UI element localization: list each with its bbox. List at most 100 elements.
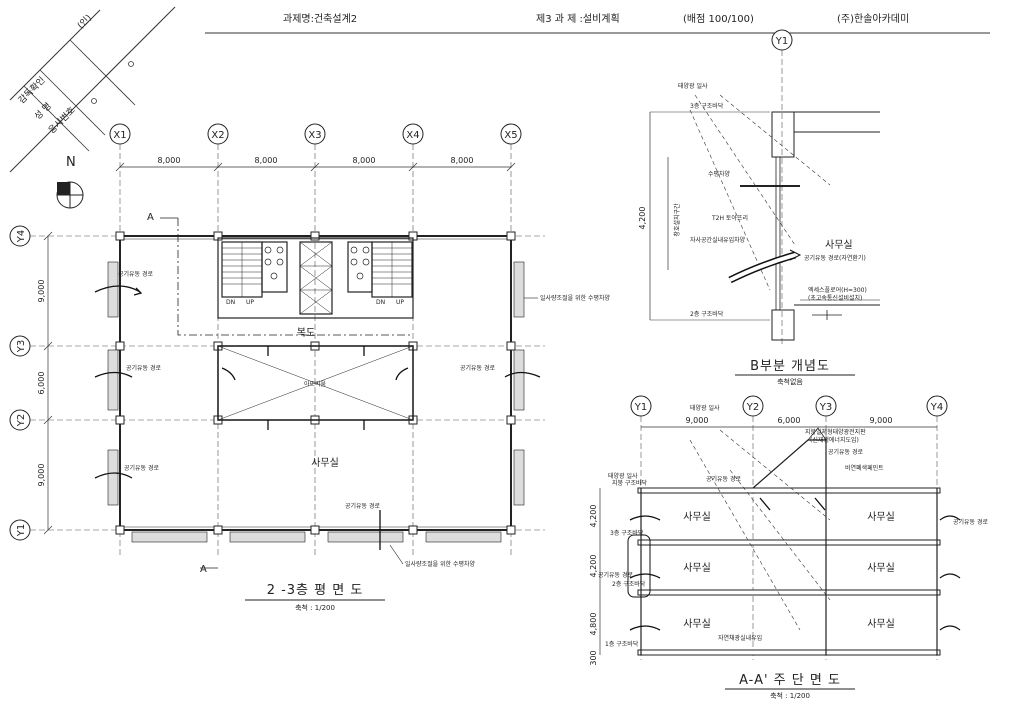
detail-b-scale: 축척없음 — [777, 377, 803, 386]
detail-b-zone: 창호설치구간 — [673, 203, 681, 237]
dim-x-3: 8,000 — [353, 156, 376, 165]
detail-b-access-note: (초고속통신설비설치) — [808, 294, 862, 302]
header-points: (배점 100/100) — [683, 13, 754, 25]
plan-dims-y: 9,000 6,000 9,000 — [37, 231, 53, 535]
detail-b-office: 사무실 — [825, 239, 853, 251]
plan-section-line — [160, 217, 410, 569]
section-office-1: 사무실 — [683, 511, 711, 523]
section-dim-top-1: 9,000 — [686, 416, 709, 425]
plan-airflow-1: 공기유동 경로 — [118, 270, 154, 278]
grid-x1: X1 — [113, 130, 126, 141]
section-mark-bottom: A — [200, 564, 207, 575]
header-task: 제3 과 제 :설비계획 — [536, 13, 620, 25]
plan-dims-x: 8,000 8,000 8,000 8,000 — [115, 156, 516, 172]
detail-b: Y1 4,200 창호설치구간 태양광 일사 3층 구조바닥 — [638, 29, 880, 386]
section-slabs — [637, 487, 941, 656]
header-subject: 과제명:건축설계2 — [283, 13, 357, 25]
section-grid: Y1 Y2 Y3 Y4 — [630, 395, 948, 660]
section-skylight — [752, 427, 827, 489]
office-label-plan: 사무실 — [311, 457, 339, 469]
section-roof: 지붕 구조바닥 — [612, 479, 648, 487]
section-grid-y4: Y4 — [930, 402, 943, 413]
section-grid-y3: Y3 — [819, 402, 832, 413]
floor-plan: X1 X2 X3 X4 X5 8,000 8,000 8,000 — [9, 123, 611, 612]
section-grid-y2: Y2 — [746, 402, 759, 413]
section-scale: 축척 : 1/200 — [770, 691, 810, 700]
detail-b-floor2: 2층 구조바닥 — [690, 310, 724, 318]
stair-dn-left: DN — [226, 299, 235, 306]
grid-y1: Y1 — [16, 524, 27, 537]
section-dim-top-2: 6,000 — [778, 416, 801, 425]
detail-b-airflow: 공기유동 경로(자연환기) — [804, 254, 866, 262]
section-dim-left-3: 4,800 — [589, 613, 598, 636]
grid-x4: X4 — [406, 130, 419, 141]
plan-shade-note-1: 일사량조절을 위한 수평차양 — [540, 294, 611, 302]
section-skylight-note: (신재생에너지도입) — [810, 436, 859, 444]
corridor-label: 복도 — [297, 327, 315, 339]
section-office-2: 사무실 — [683, 562, 711, 574]
detail-b-dim: 4,200 — [638, 207, 647, 230]
plan-airflow-arrows — [94, 285, 541, 550]
section-skylight-label: 지붕일체형태양광전지판 — [805, 428, 866, 436]
detail-b-t2h: T2H 토아뜨리 — [711, 214, 748, 222]
north-arrow: N — [56, 155, 84, 209]
section-dim-left-1: 4,200 — [589, 505, 598, 528]
plan-shades — [107, 261, 525, 543]
section-dim-left-2: 4,200 — [589, 555, 598, 578]
stair-up-right: UP — [396, 299, 404, 306]
dim-y-1: 9,000 — [37, 280, 46, 303]
dim-x-1: 8,000 — [158, 156, 181, 165]
detail-b-floor3: 3층 구조바닥 — [690, 102, 724, 110]
section-grid-y1: Y1 — [634, 402, 647, 413]
dim-y-2: 6,000 — [37, 372, 46, 395]
stamp-name: 성 명 — [32, 101, 54, 123]
stair-dn-right: DN — [376, 299, 385, 306]
grid-x2: X2 — [211, 130, 224, 141]
plan-airflow-3: 공기유동 경로 — [124, 464, 160, 472]
section-office-5: 사무실 — [867, 562, 895, 574]
section-airflow-1: 공기유동 경로 — [706, 475, 742, 483]
plan-airflow-5: 공기유동 경로 — [345, 502, 381, 510]
section-airflow-top: 공기유동 경로 — [828, 448, 864, 456]
section-title: A-A' 주 단 면 도 — [739, 673, 841, 688]
section-airflow-3: 공기유동 경로 — [953, 518, 989, 526]
header-publisher: (주)한솔아카데미 — [837, 13, 909, 25]
grid-x3: X3 — [308, 130, 321, 141]
dim-y-3: 9,000 — [37, 464, 46, 487]
stair-up-left: UP — [246, 299, 254, 306]
plan-airflow-2: 공기유동 경로 — [126, 364, 162, 372]
detail-b-hshade: 수평차양 — [708, 170, 731, 178]
title-block-header: 과제명:건축설계2 제3 과 제 :설비계획 (배점 100/100) (주)한… — [205, 13, 990, 34]
grid-y3: Y3 — [16, 340, 27, 353]
detail-b-sun: 태양광 일사 — [678, 82, 708, 90]
section-office-3: 사무실 — [683, 618, 711, 630]
dim-x-4: 8,000 — [451, 156, 474, 165]
plan-core — [217, 237, 414, 319]
section-sun: 태양광 일사 — [690, 404, 720, 412]
detail-b-title: B부분 개념도 — [750, 359, 830, 374]
plan-title: 2 -3층 평 면 도 — [267, 583, 364, 598]
section-floor2: 2층 구조바닥 — [612, 580, 646, 588]
section-office-4: 사무실 — [867, 511, 895, 523]
section-sun-2: 태양광 일사 — [608, 472, 638, 480]
grid-y4: Y4 — [16, 230, 27, 243]
section-aa: Y1 Y2 Y3 Y4 9,000 6,000 9,000 — [589, 395, 989, 700]
plan-grid-x: X1 X2 X3 X4 X5 — [109, 123, 522, 555]
section-airflow-2: 공기유동 경로 — [598, 571, 634, 579]
section-mark-top: A — [147, 212, 154, 223]
detail-b-access: 엑세스플로어(H=300) — [808, 286, 867, 294]
section-floor3: 3층 구조바닥 — [610, 529, 644, 537]
plan-shade-note-2: 일사량조절을 위한 수평차양 — [405, 560, 476, 568]
plan-scale: 축척 : 1/200 — [295, 603, 335, 612]
plan-atrium — [217, 345, 414, 421]
exam-stamp-box: (인) 감독확인 성 명 응시번호 — [9, 6, 176, 173]
section-dim-top-3: 9,000 — [870, 416, 893, 425]
dim-x-2: 8,000 — [255, 156, 278, 165]
section-low-e: 비연폐색페인트 — [845, 464, 884, 472]
plan-grid-y: Y4 Y3 Y2 Y1 — [9, 225, 545, 541]
detail-b-grid: Y1 — [775, 36, 788, 47]
atrium-label: 아뜨리움 — [304, 380, 327, 388]
plan-airflow-4: 공기유동 경로 — [460, 364, 496, 372]
grid-y2: Y2 — [16, 414, 27, 427]
